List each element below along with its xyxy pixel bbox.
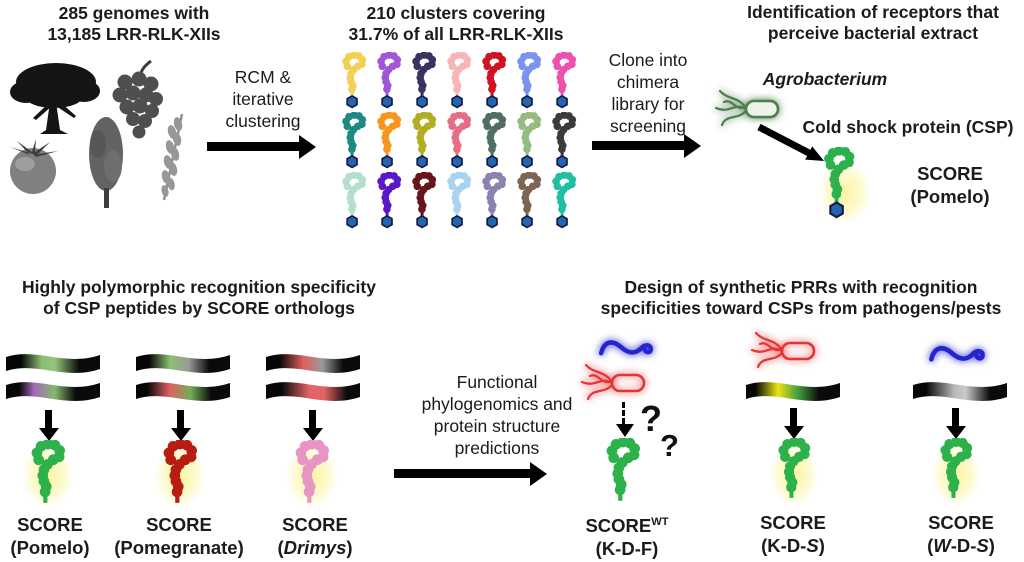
- cluster-receptor: [409, 172, 439, 229]
- score-spec: (K-D-F): [595, 538, 659, 560]
- cluster-receptor: [339, 172, 369, 229]
- cluster-receptor: [339, 52, 369, 109]
- score-ortholog-receptor: [31, 440, 65, 503]
- score-wds-label: SCORE (W-D-S): [906, 511, 1016, 557]
- question-mark: ?: [660, 428, 679, 463]
- cluster-receptor: [374, 172, 404, 229]
- functional-arrow: [394, 469, 530, 478]
- score-name: SCORE: [760, 512, 826, 533]
- peptide-ribbon: [6, 348, 100, 378]
- grape-bunch-image: [112, 59, 163, 139]
- score-ortholog-receptor: [163, 440, 197, 503]
- identification-title: Identification of receptors that perceiv…: [747, 2, 999, 43]
- peptide-ribbon: [746, 376, 840, 406]
- score-name: SCORE: [282, 514, 348, 535]
- cluster-receptor: [549, 52, 579, 109]
- score-wt-label: SCOREWT (K-D-F): [566, 511, 688, 560]
- score-pomegranate-label: SCORE (Pomegranate): [112, 513, 246, 559]
- cluster-receptor: [549, 112, 579, 169]
- cluster-receptor: [514, 52, 544, 109]
- pathogen-bacterium-icon: [750, 331, 816, 369]
- agrobacterium-label: Agrobacterium: [762, 69, 888, 89]
- synthetic-receptor: [778, 438, 811, 498]
- cluster-receptor: [409, 52, 439, 109]
- score-pomelo-bottom-label: SCORE (Pomelo): [0, 513, 102, 559]
- pest-worm-icon: [928, 345, 985, 362]
- peptide-ribbon: [266, 376, 360, 406]
- rcm-arrow: [207, 142, 299, 151]
- cluster-grid: [336, 52, 582, 234]
- score-name: SCORE: [917, 163, 983, 184]
- synthetic-receptor: [940, 438, 973, 498]
- csp-label: Cold shock protein (CSP): [802, 117, 1014, 137]
- cluster-receptor: [479, 112, 509, 169]
- uncertain-arrow: [622, 402, 625, 424]
- score-wt-receptor: [606, 438, 640, 501]
- clone-arrow: [592, 141, 684, 150]
- agrobacterium-icon: [714, 89, 780, 127]
- score-origin: (Pomelo): [10, 537, 90, 558]
- score-name: SCOREWT: [585, 515, 669, 537]
- polymorphic-title: Highly polymorphic recognition specifici…: [22, 277, 376, 318]
- poplar-tree-image: [89, 117, 123, 208]
- pest-worm-icon: [598, 340, 654, 356]
- peptide-ribbon: [913, 376, 1007, 406]
- down-arrow: [952, 408, 959, 426]
- tomato-image: [10, 139, 58, 194]
- score-origin: (Pomegranate): [114, 537, 244, 558]
- clone-arrow-label: Clone into chimera library for screening: [608, 50, 688, 136]
- cluster-receptor: [479, 172, 509, 229]
- genomes-title: 285 genomes with 13,185 LRR-RLK-XIIs: [47, 3, 221, 44]
- cluster-receptor: [444, 52, 474, 109]
- score-kds-label: SCORE (K-D-S): [740, 511, 846, 557]
- down-arrow: [177, 410, 184, 428]
- pathogen-bacterium-icon: [580, 363, 646, 401]
- functional-arrow-label: Functional phylogenomics and protein str…: [421, 372, 573, 458]
- down-arrow: [45, 410, 52, 428]
- peptide-ribbon: [136, 376, 230, 406]
- cluster-receptor: [479, 52, 509, 109]
- cluster-receptor: [549, 172, 579, 229]
- peptide-ribbon: [136, 348, 230, 378]
- cluster-receptor: [374, 52, 404, 109]
- cluster-receptor: [514, 112, 544, 169]
- peptide-ribbon: [6, 376, 100, 406]
- cluster-receptor: [514, 172, 544, 229]
- peptide-ribbon: [266, 348, 360, 378]
- score-name: SCORE: [928, 512, 994, 533]
- score-drimys-label: SCORE (Drimys): [258, 513, 372, 559]
- score-pomelo-receptor: [824, 147, 855, 219]
- score-name: SCORE: [17, 514, 83, 535]
- down-arrow: [309, 410, 316, 428]
- score-ortholog-receptor: [295, 440, 329, 503]
- score-name: SCORE: [146, 514, 212, 535]
- csp-arrow: [757, 123, 824, 161]
- down-arrow: [790, 408, 797, 426]
- rcm-arrow-label: RCM & iterative clustering: [225, 67, 301, 131]
- score-origin: (Pomelo): [910, 186, 990, 207]
- cluster-receptor: [444, 172, 474, 229]
- question-mark: ?: [640, 398, 662, 439]
- cluster-receptor: [374, 112, 404, 169]
- cluster-receptor: [444, 112, 474, 169]
- score-pomelo-label: SCORE (Pomelo): [878, 162, 1022, 208]
- cluster-receptor: [409, 112, 439, 169]
- clusters-title: 210 clusters covering 31.7% of all LRR-R…: [348, 3, 564, 44]
- score-origin: (Drimys): [277, 537, 353, 558]
- score-spec: (K-D-S): [761, 535, 825, 556]
- score-spec: (W-D-S): [927, 535, 995, 556]
- oak-tree-image: [10, 63, 100, 134]
- wheat-spike-image: [161, 113, 184, 201]
- design-title: Design of synthetic PRRs with recognitio…: [600, 277, 1002, 318]
- cluster-receptor: [339, 112, 369, 169]
